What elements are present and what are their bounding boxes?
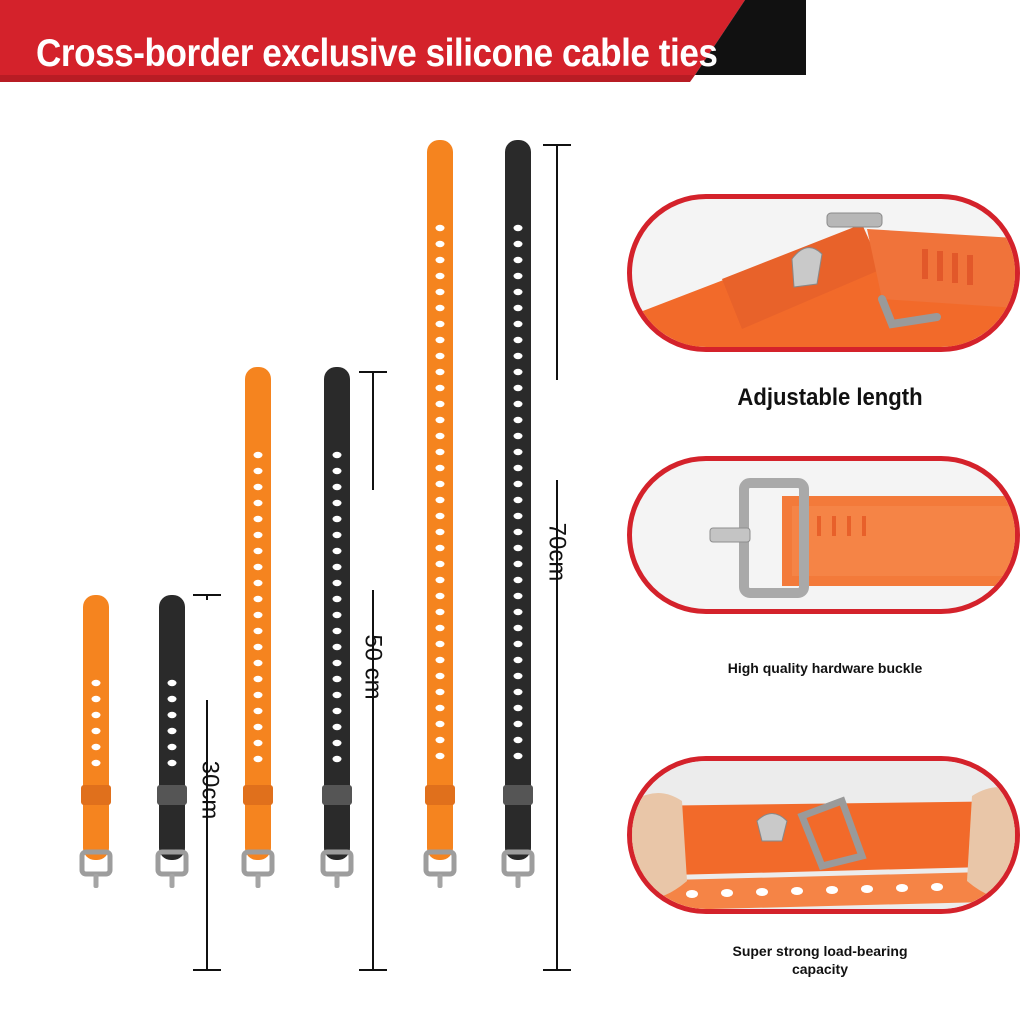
dimension-line-30: [193, 594, 221, 971]
feature-caption-adjustable: Adjustable length: [737, 384, 923, 411]
dimension-label-70: 70cm: [543, 522, 571, 582]
strap-buckle-closeup-icon: [632, 212, 1015, 347]
dimension-line-50: [359, 371, 387, 971]
strap-short-black: [155, 595, 189, 888]
dimension-line-70: [543, 144, 571, 971]
dimension-label-50: 50 cm: [359, 634, 387, 700]
header-banner: Cross-border exclusive silicone cable ti…: [0, 0, 806, 115]
page-title: Cross-border exclusive silicone cable ti…: [36, 32, 718, 75]
feature-caption-load: Super strong load-bearing capacity: [732, 943, 908, 977]
stretched-strap-closeup-icon: [632, 761, 1015, 909]
metal-buckle-closeup-icon: [709, 478, 1015, 598]
strap-medium-black: [320, 367, 354, 888]
feature-image-adjustable: [627, 194, 1020, 352]
strap-long-black: [501, 140, 535, 888]
feature-image-load: [627, 756, 1020, 914]
straps-illustration: [79, 140, 571, 971]
strap-medium-orange: [241, 367, 275, 888]
feature-image-buckle: [627, 456, 1020, 614]
strap-short-orange: [79, 595, 113, 888]
banner-shape: [0, 0, 806, 82]
dimension-label-30: 30cm: [196, 760, 224, 820]
feature-caption-buckle: High quality hardware buckle: [727, 660, 923, 676]
strap-long-orange: [423, 140, 457, 888]
product-lineup: 30cm 50 cm 70cm: [0, 120, 600, 1000]
